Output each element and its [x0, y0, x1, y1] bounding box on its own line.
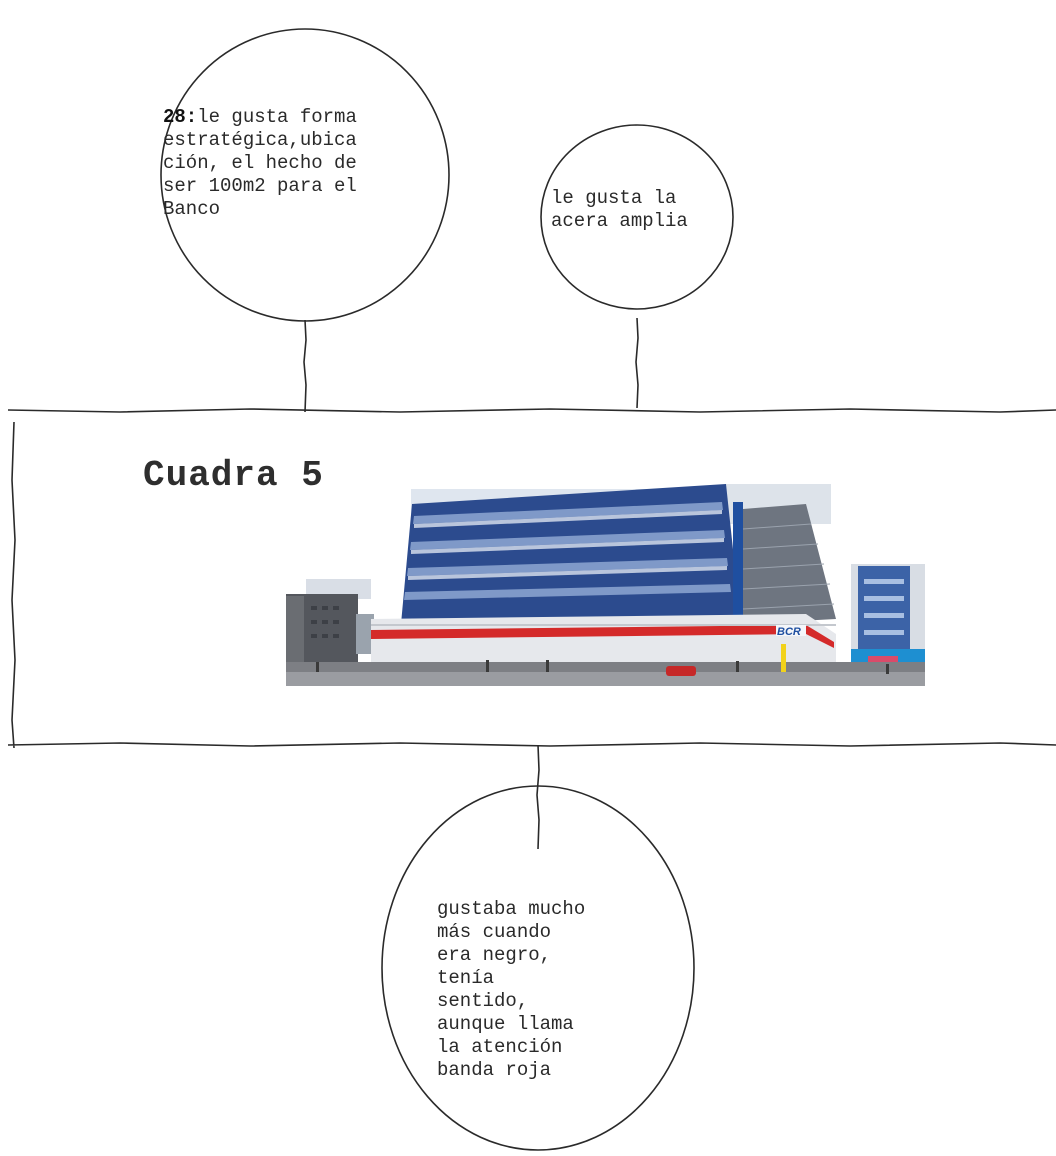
comment-number: 28:: [163, 106, 198, 128]
svg-text:BCR: BCR: [777, 626, 801, 638]
block-title: Cuadra 5: [143, 455, 324, 496]
bcr-building-photo: BCR: [286, 484, 925, 686]
comment-text-3: gustaba mucho más cuando era negro, tení…: [437, 898, 652, 1082]
comment-body: le gusta la acera amplia: [551, 187, 688, 232]
comment-text-1: 28:le gusta forma estratégica,ubica ción…: [163, 106, 458, 221]
comment-text-2: le gusta la acera amplia: [551, 187, 746, 233]
connector-1: [303, 319, 307, 413]
comment-bubble-2: [540, 124, 734, 310]
comment-body: le gusta forma estratégica,ubica ción, e…: [163, 106, 357, 220]
block-outline: [7, 408, 1056, 749]
connector-3: [536, 744, 540, 850]
connector-2: [635, 317, 639, 409]
comment-body: gustaba mucho más cuando era negro, tení…: [437, 898, 586, 1081]
